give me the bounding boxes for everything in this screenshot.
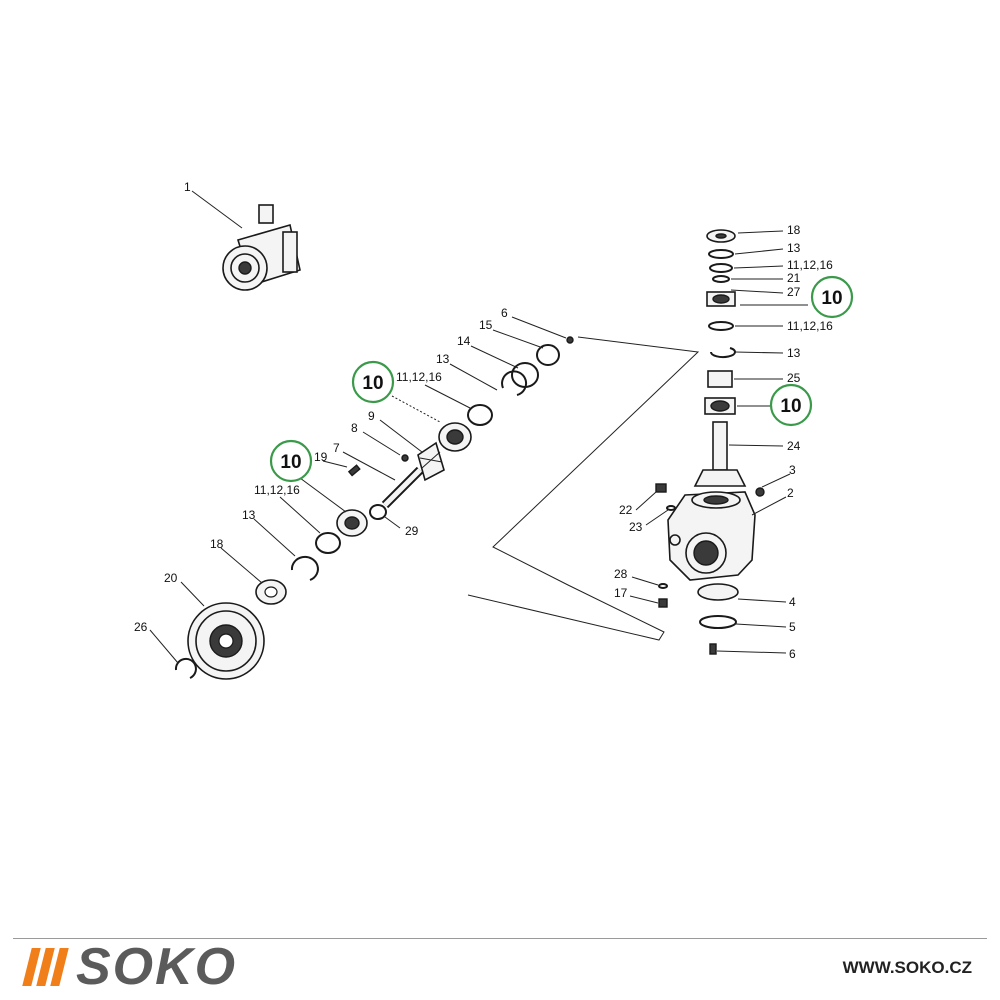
callout-3: 3 [789, 463, 796, 477]
callout-21: 21 [787, 271, 801, 285]
callout-18-left: 18 [210, 537, 224, 551]
callout-1: 1 [184, 180, 191, 194]
callout-23: 23 [629, 520, 643, 534]
callout-29: 29 [405, 524, 419, 538]
callout-2: 2 [787, 486, 794, 500]
input-shaft-group [255, 336, 574, 605]
callout-11-12-16-right-b: 11,12,16 [787, 319, 833, 333]
callout-9: 9 [368, 409, 375, 423]
callout-13-right-a: 13 [787, 241, 801, 255]
callout-11-12-16-left: 11,12,16 [254, 483, 300, 497]
brand-logo: SOKO [22, 938, 238, 996]
callout-18-right: 18 [787, 223, 801, 237]
callout-8: 8 [351, 421, 358, 435]
callout-6-left: 6 [501, 306, 508, 320]
callout-7: 7 [333, 441, 340, 455]
callout-14: 14 [457, 334, 471, 348]
callout-25: 25 [787, 371, 801, 385]
highlight-10-right-mid: 10 [769, 383, 813, 427]
callout-11-12-16-mid: 11,12,16 [396, 370, 442, 384]
callout-28: 28 [614, 567, 628, 581]
highlight-10-right-mid-label: 10 [780, 396, 801, 417]
gearbox-assembly-part [222, 204, 301, 291]
callout-13-left: 13 [242, 508, 256, 522]
callout-19: 19 [314, 450, 328, 464]
plug-part [709, 643, 717, 655]
logo-bars-icon [22, 948, 69, 986]
callout-6-right: 6 [789, 647, 796, 661]
seal-ring-part [699, 615, 737, 629]
callout-20: 20 [164, 571, 178, 585]
footer-divider [13, 938, 987, 939]
callout-27: 27 [787, 285, 801, 299]
callout-11-12-16-right-a: 11,12,16 [787, 258, 833, 272]
highlight-10-left-label: 10 [280, 452, 301, 473]
pulley-part [187, 602, 265, 680]
cover-plate-part [697, 583, 739, 601]
callout-5: 5 [789, 620, 796, 634]
output-shaft-group [693, 229, 747, 487]
gearbox-housing-part [667, 487, 765, 581]
callout-4: 4 [789, 595, 796, 609]
highlight-10-right-top: 10 [810, 275, 854, 319]
website-link[interactable]: WWW.SOKO.CZ [842, 958, 972, 977]
highlight-10-left: 10 [269, 439, 313, 483]
callout-13-right-b: 13 [787, 346, 801, 360]
highlight-10-middle: 10 [351, 360, 395, 404]
callout-26: 26 [134, 620, 148, 634]
highlight-10-middle-label: 10 [362, 373, 383, 394]
callout-24: 24 [787, 439, 801, 453]
circlip-part [174, 657, 197, 679]
callout-22: 22 [619, 503, 633, 517]
highlight-10-right-top-label: 10 [821, 288, 842, 309]
brand-name: SOKO [76, 938, 238, 996]
callout-17: 17 [614, 586, 628, 600]
callout-13-mid: 13 [436, 352, 450, 366]
small-fasteners [655, 483, 676, 608]
callout-15: 15 [479, 318, 493, 332]
